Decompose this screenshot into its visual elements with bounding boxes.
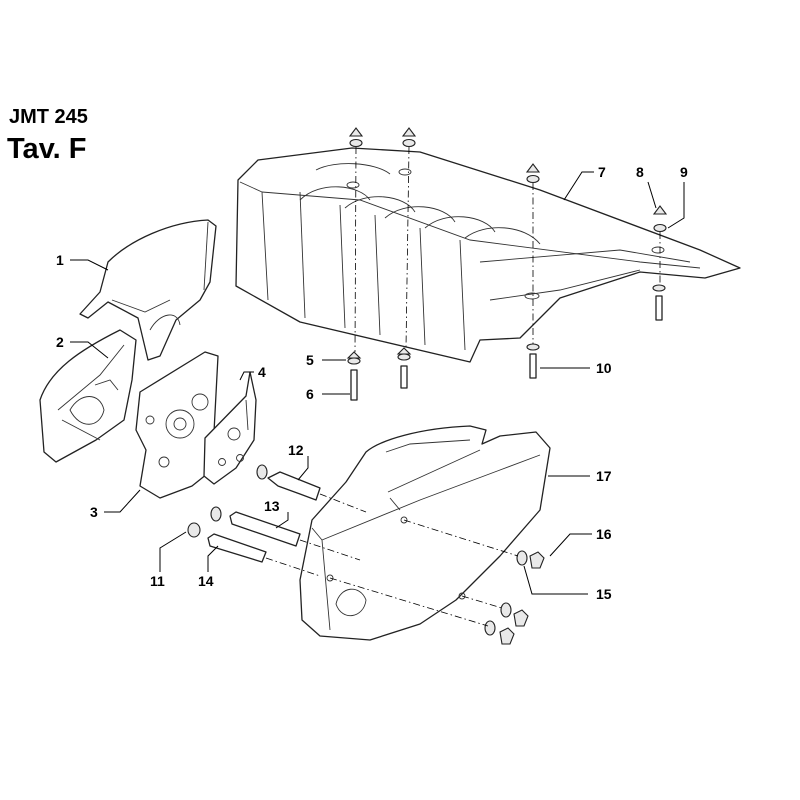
part-4-bracket xyxy=(203,371,257,485)
callout-7: 7 xyxy=(598,164,606,180)
part-7-upper-cover xyxy=(235,147,741,363)
model-title: JMT 245 xyxy=(9,106,88,128)
part-15-16-nuts xyxy=(484,550,545,645)
callout-12: 12 xyxy=(288,442,304,458)
part-12-spacer xyxy=(256,464,321,501)
part-13-spacer xyxy=(210,506,301,547)
callout-8: 8 xyxy=(636,164,644,180)
part-7-top-fasteners xyxy=(348,127,668,233)
callout-labels: 1 2 3 4 5 6 7 8 9 10 11 12 13 14 15 16 1… xyxy=(56,164,688,602)
leader-lines xyxy=(70,171,685,595)
callout-4: 4 xyxy=(258,364,266,380)
callout-2: 2 xyxy=(56,334,64,350)
callout-10: 10 xyxy=(596,360,612,376)
part-6-studs xyxy=(350,295,663,401)
part-5-washers xyxy=(346,284,666,365)
callout-14: 14 xyxy=(198,573,214,589)
part-2-housing-half xyxy=(39,329,137,463)
callout-17: 17 xyxy=(596,468,612,484)
callout-3: 3 xyxy=(90,504,98,520)
callout-6: 6 xyxy=(306,386,314,402)
callout-1: 1 xyxy=(56,252,64,268)
part-3-support-plate xyxy=(135,351,219,499)
part-14-spacer xyxy=(187,522,267,563)
callout-13: 13 xyxy=(264,498,280,514)
part-1-guard-plate xyxy=(79,219,217,361)
callout-15: 15 xyxy=(596,586,612,602)
assembly-lines xyxy=(265,146,661,627)
part-17-lower-cover xyxy=(299,425,551,641)
callout-9: 9 xyxy=(680,164,688,180)
callout-5: 5 xyxy=(306,352,314,368)
callout-16: 16 xyxy=(596,526,612,542)
table-title: Tav. F xyxy=(7,133,87,165)
callout-11: 11 xyxy=(150,573,165,589)
